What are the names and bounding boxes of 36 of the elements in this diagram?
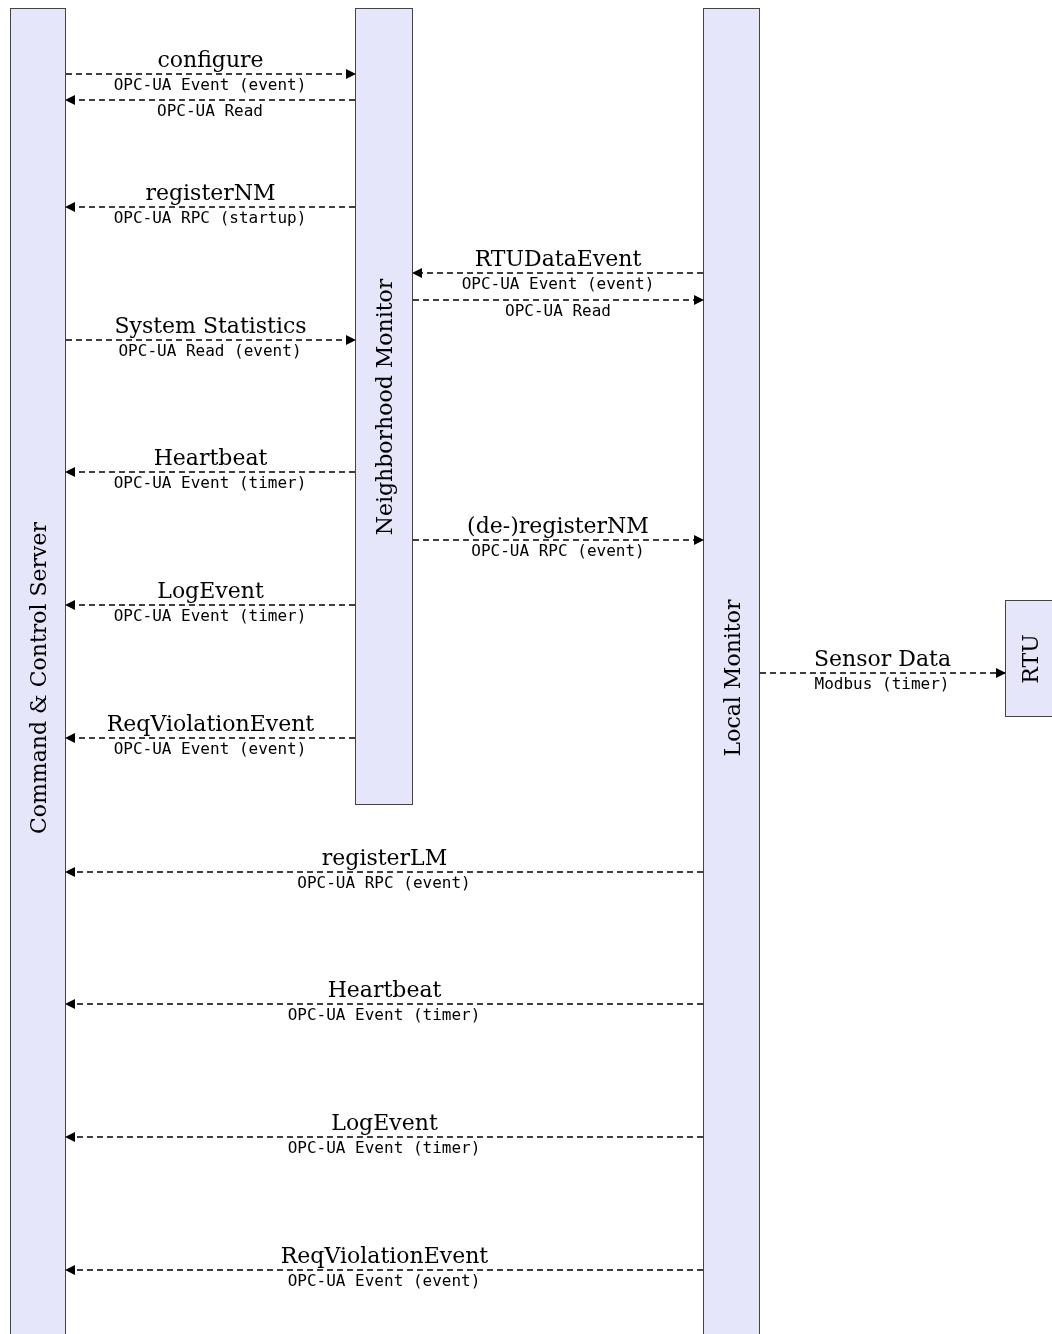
edge-label: ReqViolationEvent: [106, 711, 315, 736]
lifeline-bar: [10, 8, 66, 1334]
edge-label: Heartbeat: [327, 977, 442, 1002]
arrow: [65, 733, 356, 743]
lifeline-bar: [355, 8, 413, 805]
lifeline-title: RTU: [1017, 633, 1043, 684]
lifeline-bar: [1005, 600, 1052, 717]
edge-label: Heartbeat: [153, 445, 268, 470]
arrow: [65, 467, 356, 477]
edge-label: LogEvent: [157, 578, 264, 603]
lifeline-title: Local Monitor: [719, 599, 744, 757]
arrow: [65, 95, 356, 105]
edge-label: (de-)registerNM: [467, 513, 649, 538]
arrow: [65, 600, 356, 610]
arrow: [65, 1265, 704, 1275]
edge-label: registerLM: [321, 845, 448, 870]
arrow: [65, 335, 356, 345]
edge-label: System Statistics: [114, 313, 307, 338]
edge-label: Sensor Data: [814, 646, 951, 671]
arrow: [65, 69, 356, 79]
arrow: [412, 268, 704, 278]
arrow: [65, 202, 356, 212]
edge-label: registerNM: [145, 180, 276, 205]
arrow: [759, 668, 1006, 678]
arrow: [412, 295, 704, 305]
arrow: [65, 999, 704, 1009]
edge-label: RTUDataEvent: [474, 246, 642, 271]
edge-label: ReqViolationEvent: [280, 1243, 489, 1268]
lifeline-bar: [703, 8, 760, 1334]
arrow: [412, 535, 704, 545]
edge-label: LogEvent: [331, 1110, 438, 1135]
edge-label: configure: [157, 47, 264, 72]
lifeline-title: Neighborhood Monitor: [371, 278, 397, 535]
arrow: [65, 1132, 704, 1142]
lifeline-title: Command & Control Server: [25, 521, 51, 835]
arrow: [65, 867, 704, 877]
